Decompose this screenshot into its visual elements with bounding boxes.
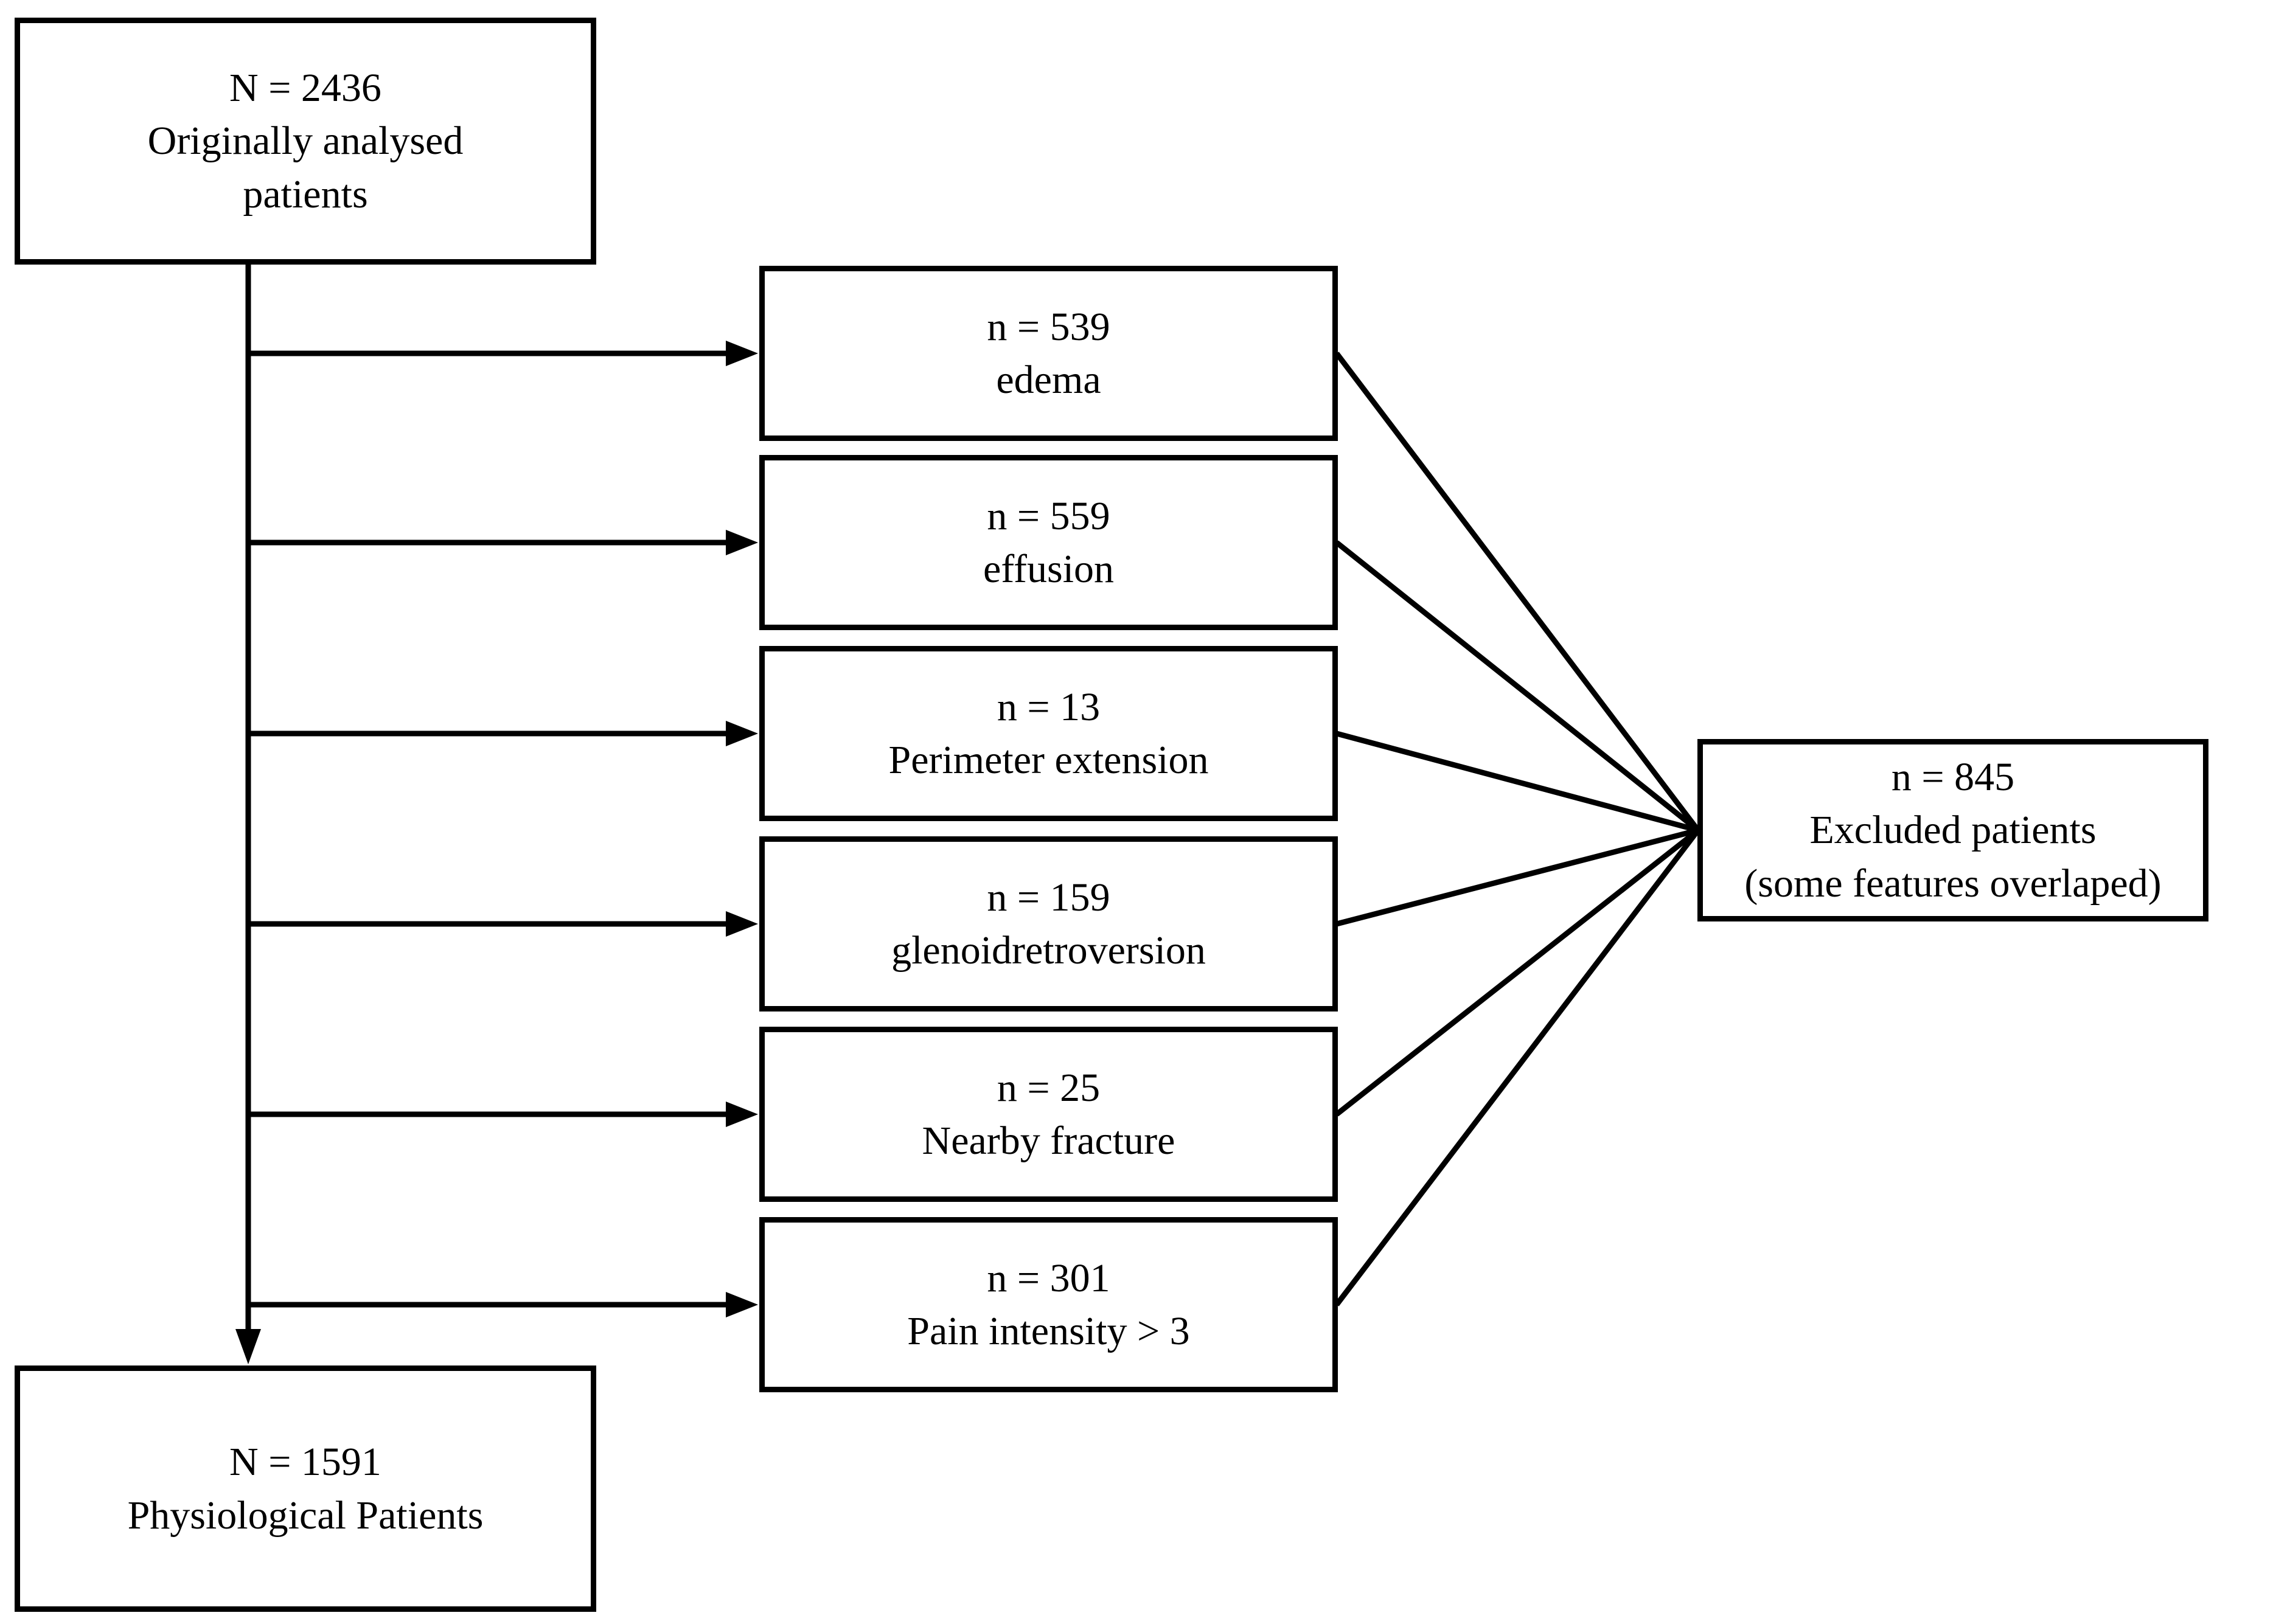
exclusion-label: edema	[996, 358, 1101, 402]
box-edema: n = 539 edema	[759, 266, 1338, 441]
arrowhead-right-icon	[726, 1102, 758, 1127]
box-pain-intensity: n = 301 Pain intensity > 3	[759, 1217, 1338, 1392]
box-physiological-patients: N = 1591 Physiological Patients	[15, 1365, 596, 1612]
exclusion-label: Nearby fracture	[922, 1119, 1175, 1163]
excluded-label: Excluded patients	[1809, 808, 2097, 853]
exclusion-count: n = 13	[997, 684, 1101, 729]
exclusion-count: n = 559	[987, 493, 1110, 538]
exclusion-label: glenoidretroversion	[891, 928, 1206, 973]
box-nearby-fracture: n = 25 Nearby fracture	[759, 1027, 1338, 1202]
box-excluded-patients: n = 845 Excluded patients (some features…	[1697, 739, 2208, 921]
exclusion-label: Perimeter extension	[888, 738, 1209, 782]
box-originally-analysed: N = 2436 Originally analysed patients	[15, 18, 596, 265]
box-perimeter-extension: n = 13 Perimeter extension	[759, 646, 1338, 821]
arrowhead-right-icon	[726, 911, 758, 937]
source-count: N = 2436	[229, 66, 381, 111]
exclusion-count: n = 159	[987, 875, 1110, 920]
arrowhead-right-icon	[726, 1292, 758, 1317]
exclusion-count: n = 539	[987, 304, 1110, 349]
box-effusion: n = 559 effusion	[759, 455, 1338, 630]
exclusion-label: effusion	[983, 547, 1115, 591]
fan-line-perimeter	[1335, 730, 1699, 833]
exclusion-count: n = 25	[997, 1065, 1101, 1110]
fan-line-glenoid	[1335, 827, 1699, 927]
arrowhead-down-icon	[235, 1329, 261, 1364]
exclusion-count: n = 301	[987, 1255, 1110, 1300]
arrowhead-right-icon	[726, 530, 758, 555]
fan-line-fracture	[1335, 828, 1700, 1117]
source-label-line1: Originally analysed	[147, 119, 464, 164]
fan-line-effusion	[1335, 540, 1700, 833]
excluded-note: (some features overlaped)	[1744, 861, 2162, 906]
final-label: Physiological Patients	[127, 1493, 484, 1538]
source-label-line2: patients	[243, 172, 368, 217]
arrowhead-right-icon	[726, 341, 758, 366]
excluded-count: n = 845	[1891, 755, 2015, 800]
final-count: N = 1591	[229, 1440, 381, 1485]
exclusion-label: Pain intensity > 3	[907, 1309, 1190, 1353]
fan-line-pain	[1334, 828, 1700, 1306]
box-glenoidretroversion: n = 159 glenoidretroversion	[759, 836, 1338, 1012]
arrowhead-right-icon	[726, 721, 758, 746]
fan-line-edema	[1334, 352, 1700, 832]
